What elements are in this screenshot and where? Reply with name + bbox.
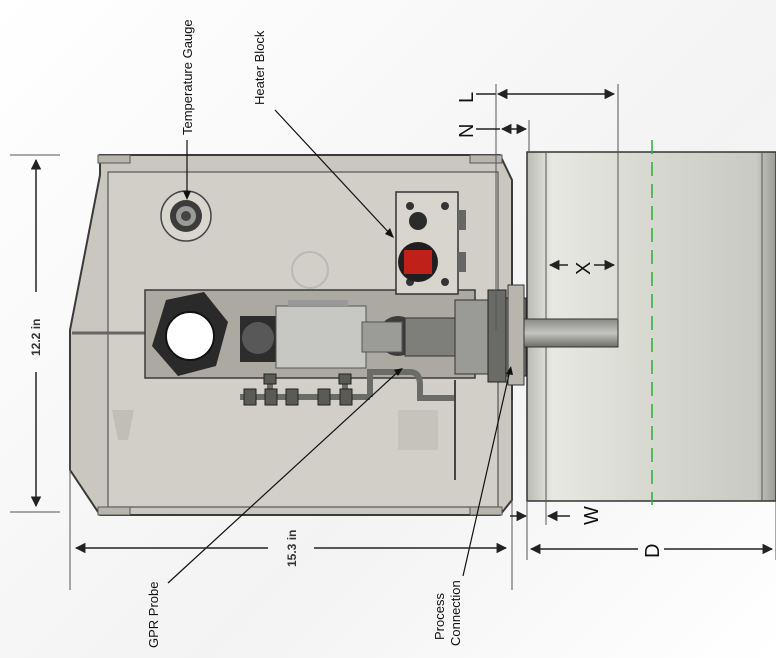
w-letter: W — [581, 506, 603, 525]
gpr-probe-label: GPR Probe — [146, 582, 161, 648]
probe-rod — [519, 318, 619, 348]
process-connection-label-2: Connection — [448, 580, 463, 646]
height-dimension: 12.2 in — [10, 154, 60, 513]
x-dimension: X — [548, 259, 616, 275]
heater-block-label: Heater Block — [252, 30, 267, 105]
n-letter: N — [456, 124, 478, 138]
x-letter: X — [573, 262, 595, 275]
process-connection-label-1: Process — [432, 593, 447, 640]
w-dimension: W — [510, 501, 603, 525]
temperature-gauge-icon — [160, 190, 212, 242]
l-dimension: L — [456, 84, 619, 330]
width-dimension-label: 15.3 in — [285, 530, 299, 567]
process-connection-flange — [507, 284, 525, 386]
n-dimension: N — [456, 120, 530, 152]
heater-block-icon — [395, 191, 466, 295]
d-dimension: D — [526, 501, 776, 560]
l-letter: L — [456, 92, 478, 103]
temperature-gauge-label: Temperature Gauge — [180, 19, 195, 135]
height-dimension-label: 12.2 in — [29, 319, 43, 356]
tube-fittings — [243, 373, 353, 406]
width-dimension: 15.3 in — [69, 400, 513, 590]
port-nut — [152, 292, 228, 376]
d-letter: D — [642, 544, 664, 558]
